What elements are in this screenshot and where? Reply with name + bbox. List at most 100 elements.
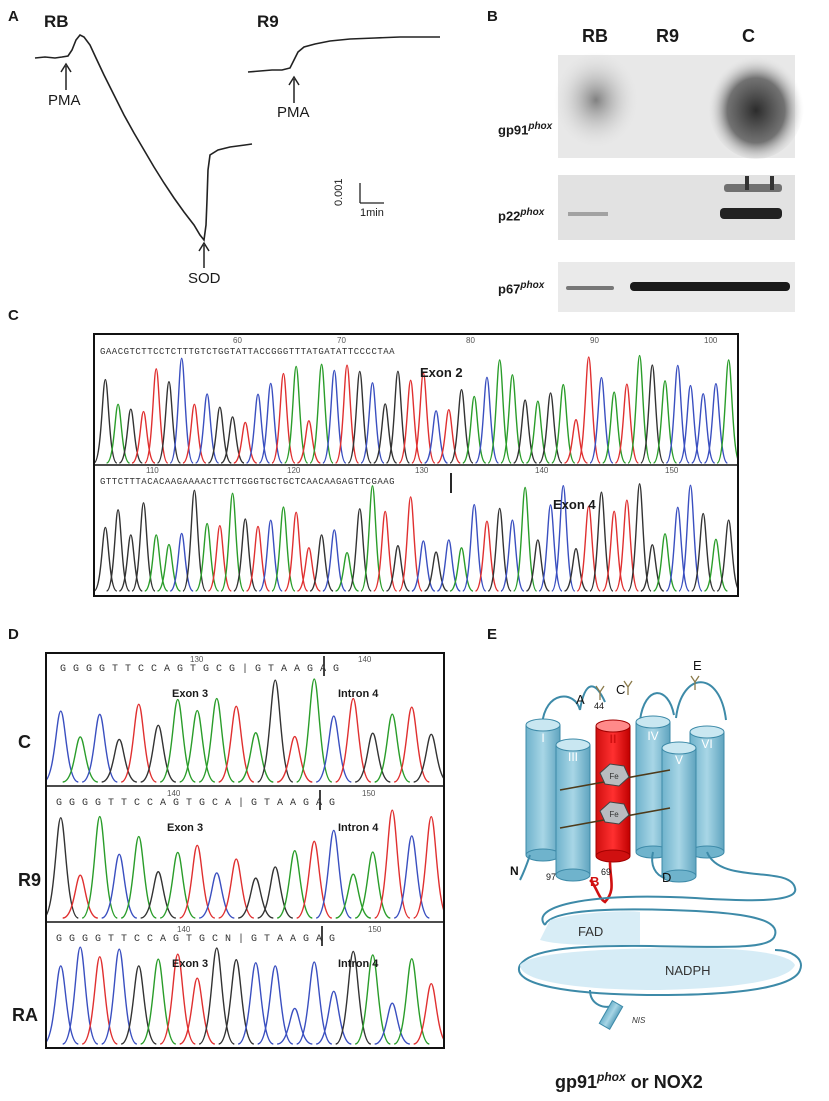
top-tick-80: 80 bbox=[466, 336, 475, 345]
row-r9-sequence: G G G G T T C C A G T G C A | G T A A G … bbox=[56, 798, 336, 809]
top-tick-60: 60 bbox=[233, 336, 242, 345]
chromatogram-peak bbox=[665, 364, 690, 464]
panel-e-label: E bbox=[487, 626, 498, 643]
p22-label: p22phox bbox=[498, 207, 545, 224]
chromatogram-peak bbox=[218, 705, 255, 783]
chromatogram-peak bbox=[500, 374, 525, 464]
chromatogram-peak bbox=[233, 421, 258, 464]
row-ra-intron4: Intron 4 bbox=[338, 958, 379, 970]
p67-label: p67phox bbox=[498, 280, 545, 297]
residue-44: 44 bbox=[594, 701, 604, 711]
chromatogram-peak bbox=[131, 502, 156, 592]
helix-iii bbox=[555, 738, 591, 882]
chromatogram-peak bbox=[322, 529, 347, 592]
loop-label-a: A bbox=[576, 692, 585, 707]
chromatogram-peak bbox=[81, 713, 118, 783]
row-c-sample-label: C bbox=[18, 732, 31, 752]
chromatogram-peak bbox=[62, 736, 99, 783]
row-ra-tick-140: 140 bbox=[177, 925, 191, 934]
helix-label-v: V bbox=[675, 753, 683, 767]
helix-ii bbox=[595, 719, 631, 863]
chromatogram-peak bbox=[334, 364, 360, 464]
chromatogram-peak bbox=[95, 378, 118, 464]
row-c-exon3: Exon 3 bbox=[172, 688, 209, 700]
row-r9-tick-150: 150 bbox=[362, 789, 376, 798]
loop-label-c: C bbox=[616, 682, 625, 697]
chromatogram-peak bbox=[169, 532, 194, 592]
diagram-title: gp91phox or NOX2 bbox=[555, 1070, 703, 1092]
fad-label: FAD bbox=[578, 924, 603, 939]
chromatogram-peak bbox=[271, 506, 296, 592]
chromatogram-peak bbox=[105, 509, 131, 592]
chromatogram-peak bbox=[315, 990, 352, 1045]
row-ra-sequence: G G G G T T C C A G T G C N | G T A A G … bbox=[56, 934, 336, 945]
chromatogram-peak bbox=[716, 519, 737, 592]
helix-label-ii: II bbox=[610, 732, 617, 746]
chromatogram-peak bbox=[220, 492, 245, 592]
nadph-label: NADPH bbox=[665, 963, 711, 978]
chromatogram-peak bbox=[101, 738, 138, 783]
chromatogram-peak bbox=[436, 539, 461, 592]
sod-label: SOD bbox=[188, 270, 221, 287]
helix-v bbox=[661, 741, 697, 883]
exon4-label: Exon 4 bbox=[553, 497, 596, 512]
loop-label-b: B bbox=[590, 874, 599, 889]
chromatogram-peak bbox=[360, 485, 385, 592]
chromatogram-peak bbox=[691, 512, 716, 592]
chromatogram-peak bbox=[512, 486, 538, 592]
oxygen-consumption-traces bbox=[34, 33, 440, 268]
lane-label-r9: R9 bbox=[656, 26, 680, 46]
chromatogram-peak bbox=[218, 858, 255, 919]
loop-label-e: E bbox=[693, 658, 702, 673]
loop-label-d: D bbox=[662, 870, 671, 885]
chromatogram-peak bbox=[140, 724, 177, 783]
chromatogram-peak bbox=[62, 874, 99, 919]
chromatogram-peak bbox=[564, 548, 588, 592]
bottom-tick-130: 130 bbox=[415, 466, 429, 475]
bottom-sequence: GTTCTTTACACAAGAAAACTTCTTGGGTGCTGCTCAACAA… bbox=[100, 477, 396, 487]
chromatogram-peak bbox=[373, 510, 398, 592]
nox2-topology-diagram: I II III IV V VI A B C D E 44 69 97 N Fe… bbox=[510, 658, 802, 1030]
bottom-tick-120: 120 bbox=[287, 466, 301, 475]
chromatogram-peak bbox=[564, 419, 588, 464]
chromatogram-peak bbox=[678, 484, 703, 592]
row-ra-tick-150: 150 bbox=[368, 925, 382, 934]
chromatogram-peak bbox=[354, 851, 391, 919]
chromatogram-peak bbox=[627, 483, 652, 592]
chromatogram-peak bbox=[237, 732, 274, 783]
chromatogram-peak bbox=[589, 376, 614, 464]
chromatogram-peak bbox=[374, 1002, 411, 1045]
splice-sequence-frame bbox=[45, 652, 445, 1049]
chromatogram-peak bbox=[462, 503, 487, 592]
chromatogram-peak bbox=[627, 354, 652, 464]
chromatogram-peak bbox=[360, 382, 385, 464]
chromatogram-peak bbox=[47, 710, 79, 783]
chromatogram-peak bbox=[487, 507, 512, 592]
chromatogram-peak bbox=[297, 420, 321, 464]
r9-trace bbox=[247, 36, 440, 73]
row-ra-exon3: Exon 3 bbox=[172, 958, 209, 970]
row-c-sequence: G G G G T T C C A G T G C G | G T A A G … bbox=[60, 664, 340, 675]
chromatogram-peak bbox=[589, 491, 614, 592]
exon-chromatogram bbox=[95, 354, 737, 592]
chromatogram-peak bbox=[411, 372, 436, 464]
panel-b-label: B bbox=[487, 8, 498, 25]
chromatogram-peak bbox=[413, 982, 443, 1045]
heme-label-upper: Fe bbox=[609, 772, 619, 781]
helix-i bbox=[525, 718, 561, 862]
bottom-tick-150: 150 bbox=[665, 466, 679, 475]
helix-label-iv: IV bbox=[647, 729, 658, 743]
top-sequence: GAACGTCTTCCTCTTTGTCTGGTATTACCGGGTTTATGAT… bbox=[100, 347, 396, 357]
chromatogram-peak bbox=[576, 356, 601, 464]
chromatogram-peak bbox=[335, 873, 372, 919]
row-r9-intron4: Intron 4 bbox=[338, 822, 379, 834]
chromatogram-peak bbox=[551, 484, 576, 592]
chromatogram-peak bbox=[385, 545, 411, 592]
top-tick-70: 70 bbox=[337, 336, 346, 345]
residue-97: 97 bbox=[546, 872, 556, 882]
chromatogram-peak bbox=[194, 393, 220, 464]
row-c-tick-140: 140 bbox=[358, 655, 372, 664]
helix-label-iii: III bbox=[568, 750, 578, 764]
chromatogram-peak bbox=[385, 370, 411, 464]
row-c-tick-130: 130 bbox=[190, 655, 204, 664]
